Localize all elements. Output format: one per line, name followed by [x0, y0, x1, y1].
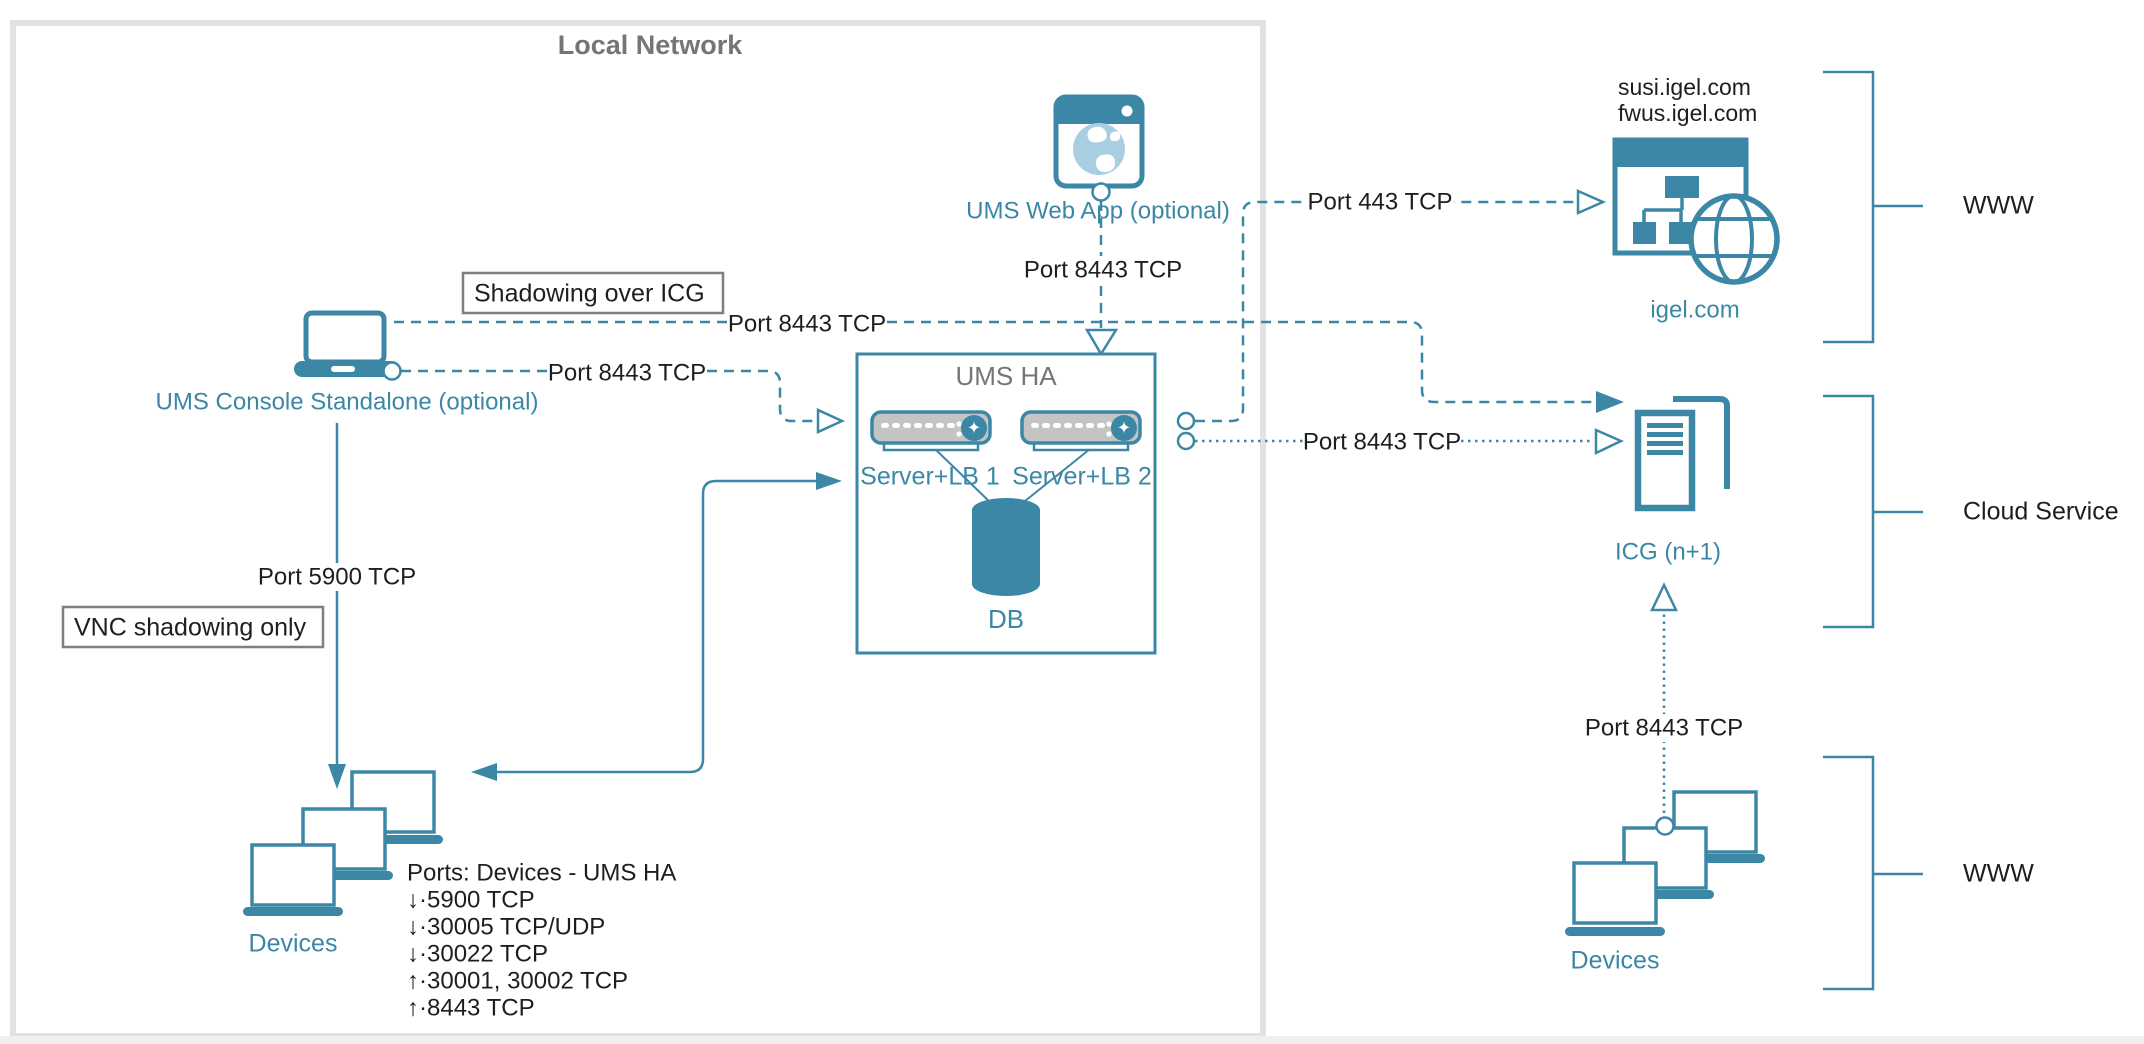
arrow-open-into-umsha-top: [1084, 328, 1119, 357]
icg-label: ICG (n+1): [1615, 538, 1721, 565]
ports-list-item: ↓·30005 TCP/UDP: [407, 913, 605, 940]
vnc-note-label: VNC shadowing only: [74, 614, 307, 642]
www-bottom-label: WWW: [1963, 860, 2034, 888]
shadowing-note-label: Shadowing over ICG: [474, 280, 705, 308]
icg-server-icon: [1634, 396, 1730, 512]
cloud-service-label: Cloud Service: [1963, 498, 2119, 526]
ports-list-title: Ports: Devices - UMS HA: [407, 859, 676, 886]
port-label-umsha-igel: Port 443 TCP: [1308, 188, 1453, 215]
database-icon: [972, 498, 1040, 596]
port-label-console-vnc: Port 5900 TCP: [258, 563, 416, 590]
arrow-solid-into-devices-left: [328, 764, 346, 789]
igel-node: susi.igel.com fwus.igel.com igel.com: [1612, 74, 1780, 323]
ums-ha-node: UMS HA ✦: [855, 352, 1157, 655]
label-bg: [1306, 188, 1454, 215]
conn-umsha-to-igel: [1195, 200, 1574, 423]
arrow-solid-into-devices-left-horizontal: [471, 763, 497, 781]
arrow-solid-into-umsha: [816, 472, 842, 490]
port-label-console-icg: Port 8443 TCP: [728, 310, 886, 337]
cloud-service-bracket: [1823, 394, 1923, 629]
bottom-edge-strip: [0, 1036, 2144, 1044]
devices-left-node: Devices: [243, 770, 443, 958]
label-bg: [552, 360, 702, 387]
label-bg: [1027, 256, 1179, 284]
browser-window-icon: [1053, 94, 1145, 189]
devices-left-label: Devices: [249, 930, 338, 958]
arrow-solid-into-icg: [1596, 391, 1624, 413]
devices-right-label: Devices: [1571, 947, 1660, 975]
ports-list: Ports: Devices - UMS HA ↓·5900 TCP ↓·300…: [407, 859, 676, 1021]
arrow-open-up-into-icg: [1650, 582, 1678, 612]
device-laptop-icon: [243, 843, 343, 916]
webapp-label: UMS Web App (optional): [966, 197, 1230, 224]
shadowing-note-box: Shadowing over ICG: [461, 271, 725, 315]
label-bg: [1586, 714, 1743, 742]
ums-console-node: UMS Console Standalone (optional): [156, 310, 539, 415]
arrow-open-into-umsha-left: [816, 408, 846, 434]
fan-icon: ✦: [1117, 418, 1131, 437]
ports-list-item: ↓·5900 TCP: [407, 886, 535, 913]
ports-list-item: ↓·30022 TCP: [407, 940, 548, 967]
icg-node: ICG (n+1): [1615, 396, 1730, 565]
www-top-label: WWW: [1963, 192, 2034, 220]
server-lb-2-label: Server+LB 2: [1012, 463, 1152, 491]
conn-devices-to-umsha: [497, 479, 816, 774]
ums-ha-title: UMS HA: [955, 361, 1057, 391]
ums-web-app-node: UMS Web App (optional): [966, 94, 1230, 224]
arrow-open-into-igel: [1576, 189, 1607, 215]
device-laptop-icon: [1565, 861, 1665, 936]
www-bottom-bracket: [1823, 755, 1923, 991]
globe-outline-icon: [1688, 193, 1780, 285]
port-label-umsha-icg: Port 8443 TCP: [1303, 428, 1461, 455]
server2-db-link: [1019, 448, 1091, 506]
globe-icon: [1073, 123, 1125, 175]
laptop-icon: [294, 310, 400, 377]
port-label-webapp-umsha: Port 8443 TCP: [1024, 256, 1182, 283]
ports-list-item: ↑·8443 TCP: [407, 994, 535, 1021]
console-label: UMS Console Standalone (optional): [156, 388, 539, 415]
local-network-title: Local Network: [558, 30, 744, 60]
port-label-console-umsha: Port 8443 TCP: [548, 359, 706, 386]
igel-domain-fwus: fwus.igel.com: [1618, 100, 1757, 126]
server1-db-link: [934, 448, 994, 506]
label-bg: [733, 310, 881, 337]
conn-console-to-icg: [394, 320, 1596, 404]
www-top-bracket: [1823, 70, 1923, 344]
db-label: DB: [988, 604, 1024, 634]
arrow-open-into-icg: [1594, 428, 1624, 455]
console-port-connector: [382, 361, 402, 381]
devices-right-node: Devices: [1565, 790, 1765, 975]
umsha-port-connector-2: [1176, 431, 1196, 451]
server-lb-1-icon: ✦: [870, 410, 992, 452]
label-bg: [1305, 428, 1459, 456]
label-bg: [256, 563, 418, 591]
devices-right-port-connector: [1655, 816, 1675, 836]
vnc-note-box: VNC shadowing only: [61, 605, 325, 649]
fan-icon: ✦: [967, 418, 981, 437]
conn-console-to-umsha: [401, 369, 814, 423]
webapp-port-connector: [1091, 182, 1111, 202]
ports-list-item: ↑·30001, 30002 TCP: [407, 967, 628, 994]
igel-label: igel.com: [1650, 296, 1739, 323]
umsha-port-connector-1: [1176, 411, 1196, 431]
port-label-devices-icg: Port 8443 TCP: [1585, 714, 1743, 741]
server-lb-1-label: Server+LB 1: [860, 463, 1000, 491]
server-lb-2-icon: ✦: [1020, 410, 1142, 452]
igel-domain-susi: susi.igel.com: [1618, 74, 1751, 100]
